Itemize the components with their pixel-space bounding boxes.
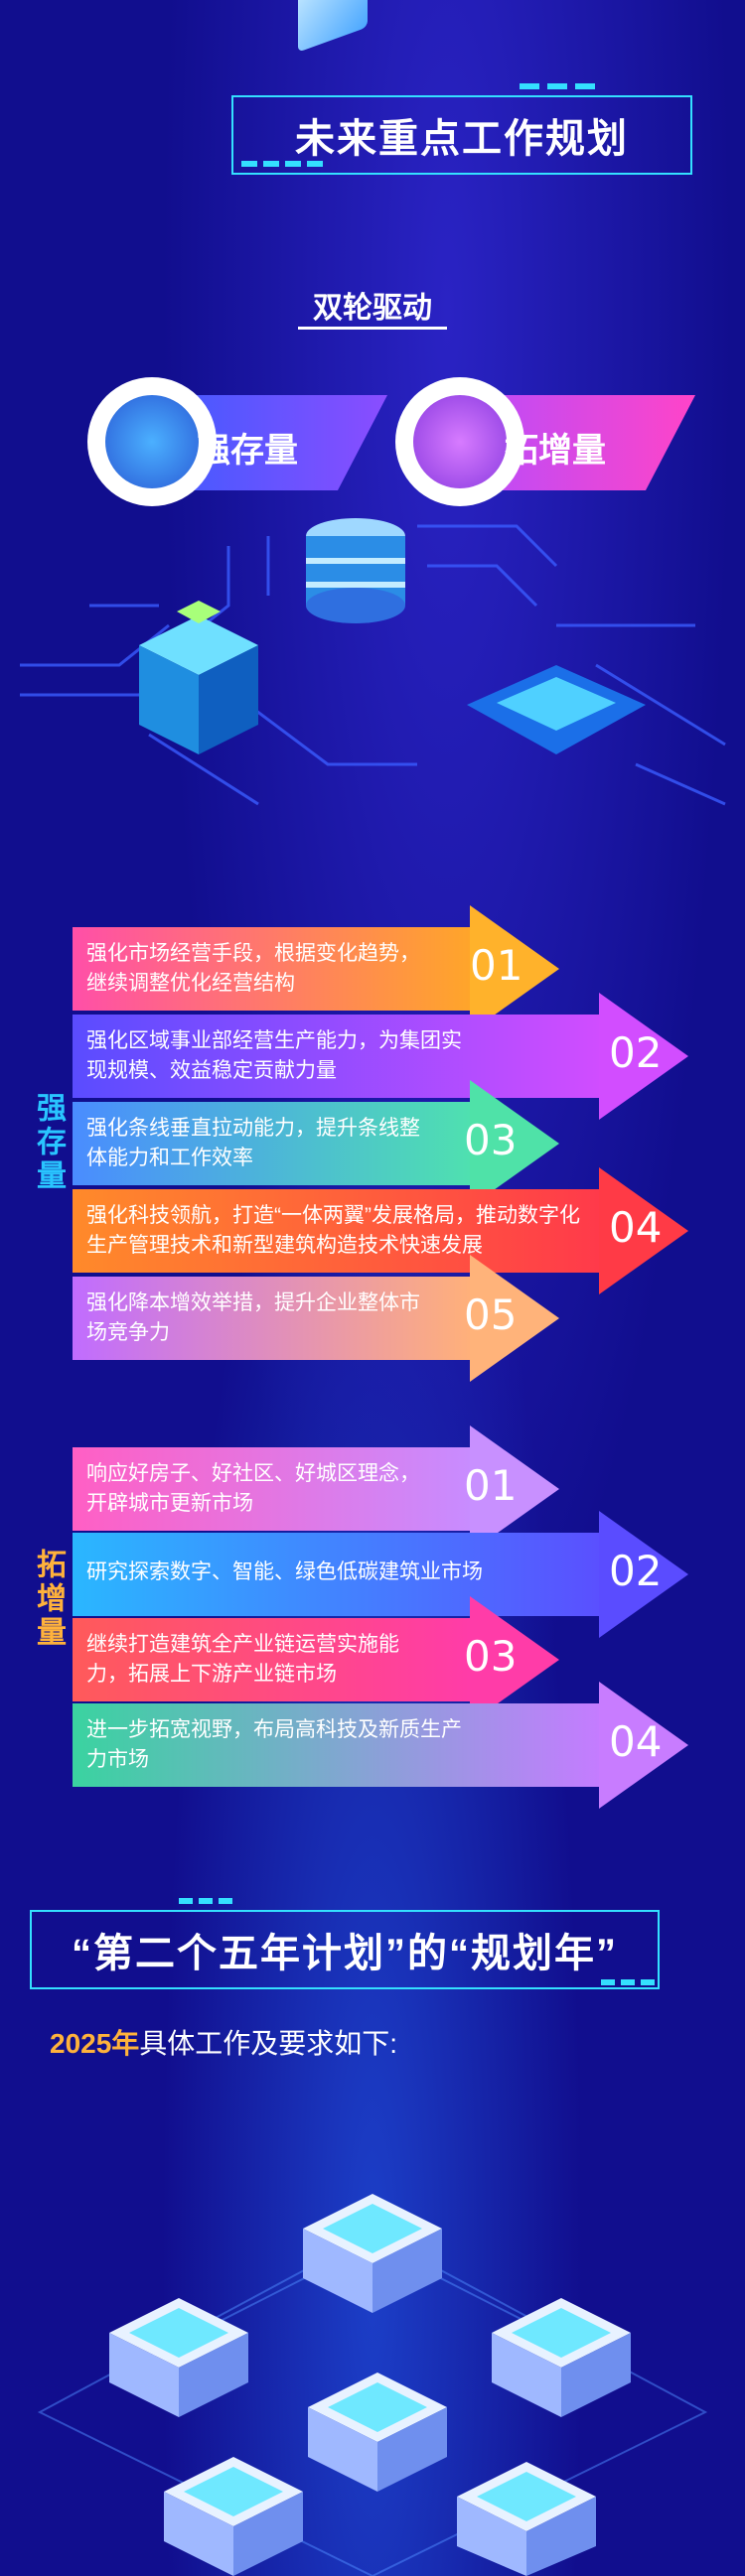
arrow-number: 01 bbox=[464, 1461, 518, 1510]
arrow-body bbox=[73, 1618, 470, 1701]
arrow-head bbox=[470, 1080, 559, 1207]
pill-stock-label: 强存量 bbox=[197, 432, 298, 470]
section1-title: 未来重点工作规划 bbox=[295, 117, 629, 161]
server-unit bbox=[457, 2462, 596, 2576]
server-unit bbox=[492, 2298, 631, 2417]
server-grid-illustration bbox=[37, 2194, 708, 2576]
arrow-number: 03 bbox=[464, 1632, 518, 1681]
title-dash bbox=[285, 161, 301, 167]
intro-text: 具体工作及要求如下: bbox=[139, 2028, 398, 2059]
arrow-body bbox=[73, 1277, 470, 1360]
arrow-number: 02 bbox=[609, 1028, 663, 1077]
arrow-text: 强化降本增效举措，提升企业整体市场竞争力 bbox=[86, 1291, 420, 1344]
group-stock-label: 强存量 bbox=[32, 1092, 65, 1193]
database-stripe bbox=[306, 558, 405, 564]
circuit-illustration bbox=[20, 518, 726, 806]
section2-title-frame: “第二个五年计划”的“规划年” bbox=[30, 1910, 660, 1989]
title-dash bbox=[307, 161, 323, 167]
section2-header: “第二个五年计划”的“规划年” bbox=[30, 1898, 666, 1989]
arrow-number: 01 bbox=[470, 941, 523, 990]
arrow-body bbox=[73, 1102, 470, 1185]
cube-right bbox=[199, 645, 258, 754]
arrow-text: 响应好房子、好社区、好城区理念，开辟城市更新市场 bbox=[86, 1462, 420, 1515]
arrow-head bbox=[470, 1425, 559, 1553]
title-dash bbox=[621, 1979, 635, 1985]
server-unit bbox=[308, 2373, 447, 2492]
arrow-text: 研究探索数字、智能、绿色低碳建筑业市场 bbox=[86, 1560, 483, 1583]
title-dash bbox=[179, 1898, 193, 1904]
arrow-body bbox=[73, 1447, 470, 1531]
section1-title-frame: 未来重点工作规划 bbox=[231, 95, 692, 175]
arrow-head bbox=[599, 1167, 688, 1294]
server-unit bbox=[164, 2457, 303, 2576]
gear-icon bbox=[105, 395, 199, 488]
server-unit bbox=[303, 2194, 442, 2313]
arrow-text: 继续打造建筑全产业链运营实施能力，拓展上下游产业链市场 bbox=[86, 1633, 399, 1686]
title-dash bbox=[263, 161, 279, 167]
small-cube bbox=[177, 601, 221, 623]
arrow-text: 强化市场经营手段，根据变化趋势，继续调整优化经营结构 bbox=[86, 942, 420, 995]
database-bottom bbox=[306, 588, 405, 623]
arrow-number: 05 bbox=[464, 1290, 518, 1339]
arrow-head bbox=[599, 1682, 688, 1809]
server-unit bbox=[109, 2298, 248, 2417]
section1-header: 未来重点工作规划 bbox=[231, 83, 692, 175]
section1-subtitle: 双轮驱动 bbox=[298, 283, 447, 330]
arrow-text: 强化区域事业部经营生产能力，为集团实现规模、效益稳定贡献力量 bbox=[86, 1029, 462, 1082]
title-dash bbox=[219, 1898, 232, 1904]
arrow-number: 04 bbox=[609, 1203, 663, 1252]
arrow-head bbox=[470, 1596, 559, 1723]
section2-intro: 2025年具体工作及要求如下: bbox=[50, 2022, 397, 2062]
arrow-body bbox=[73, 927, 470, 1011]
title-dash bbox=[601, 1979, 615, 1985]
intro-year: 2025年 bbox=[50, 2028, 140, 2059]
chip bbox=[497, 677, 616, 731]
arrow-text: 进一步拓宽视野，布局高科技及新质生产力市场 bbox=[86, 1718, 462, 1771]
title-dash bbox=[575, 83, 595, 89]
arrow-body bbox=[73, 1703, 599, 1787]
title-dash bbox=[241, 161, 257, 167]
database-stripe bbox=[306, 582, 405, 588]
title-dash bbox=[520, 83, 539, 89]
section2-title: “第二个五年计划”的“规划年” bbox=[72, 1932, 618, 1975]
title-dash bbox=[199, 1898, 213, 1904]
group-growth-label: 拓增量 bbox=[32, 1549, 65, 1650]
arrow-head bbox=[599, 993, 688, 1120]
document-icon bbox=[413, 395, 507, 488]
arrow-head bbox=[599, 1511, 688, 1638]
arrow-head bbox=[470, 1255, 559, 1382]
title-dash bbox=[547, 83, 567, 89]
arrow-text: 强化条线垂直拉动能力，提升条线整体能力和工作效率 bbox=[86, 1117, 420, 1169]
arrow-number: 04 bbox=[609, 1717, 663, 1766]
cube-left bbox=[139, 645, 199, 754]
arrow-head bbox=[470, 905, 559, 1032]
title-dash bbox=[641, 1979, 655, 1985]
pill-growth-label: 拓增量 bbox=[505, 432, 606, 470]
arrow-number: 02 bbox=[609, 1547, 663, 1595]
arrow-number: 03 bbox=[464, 1116, 518, 1164]
arrow-text: 强化科技领航，打造“一体两翼”发展格局，推动数字化生产管理技术和新型建筑构造技术… bbox=[86, 1204, 580, 1257]
